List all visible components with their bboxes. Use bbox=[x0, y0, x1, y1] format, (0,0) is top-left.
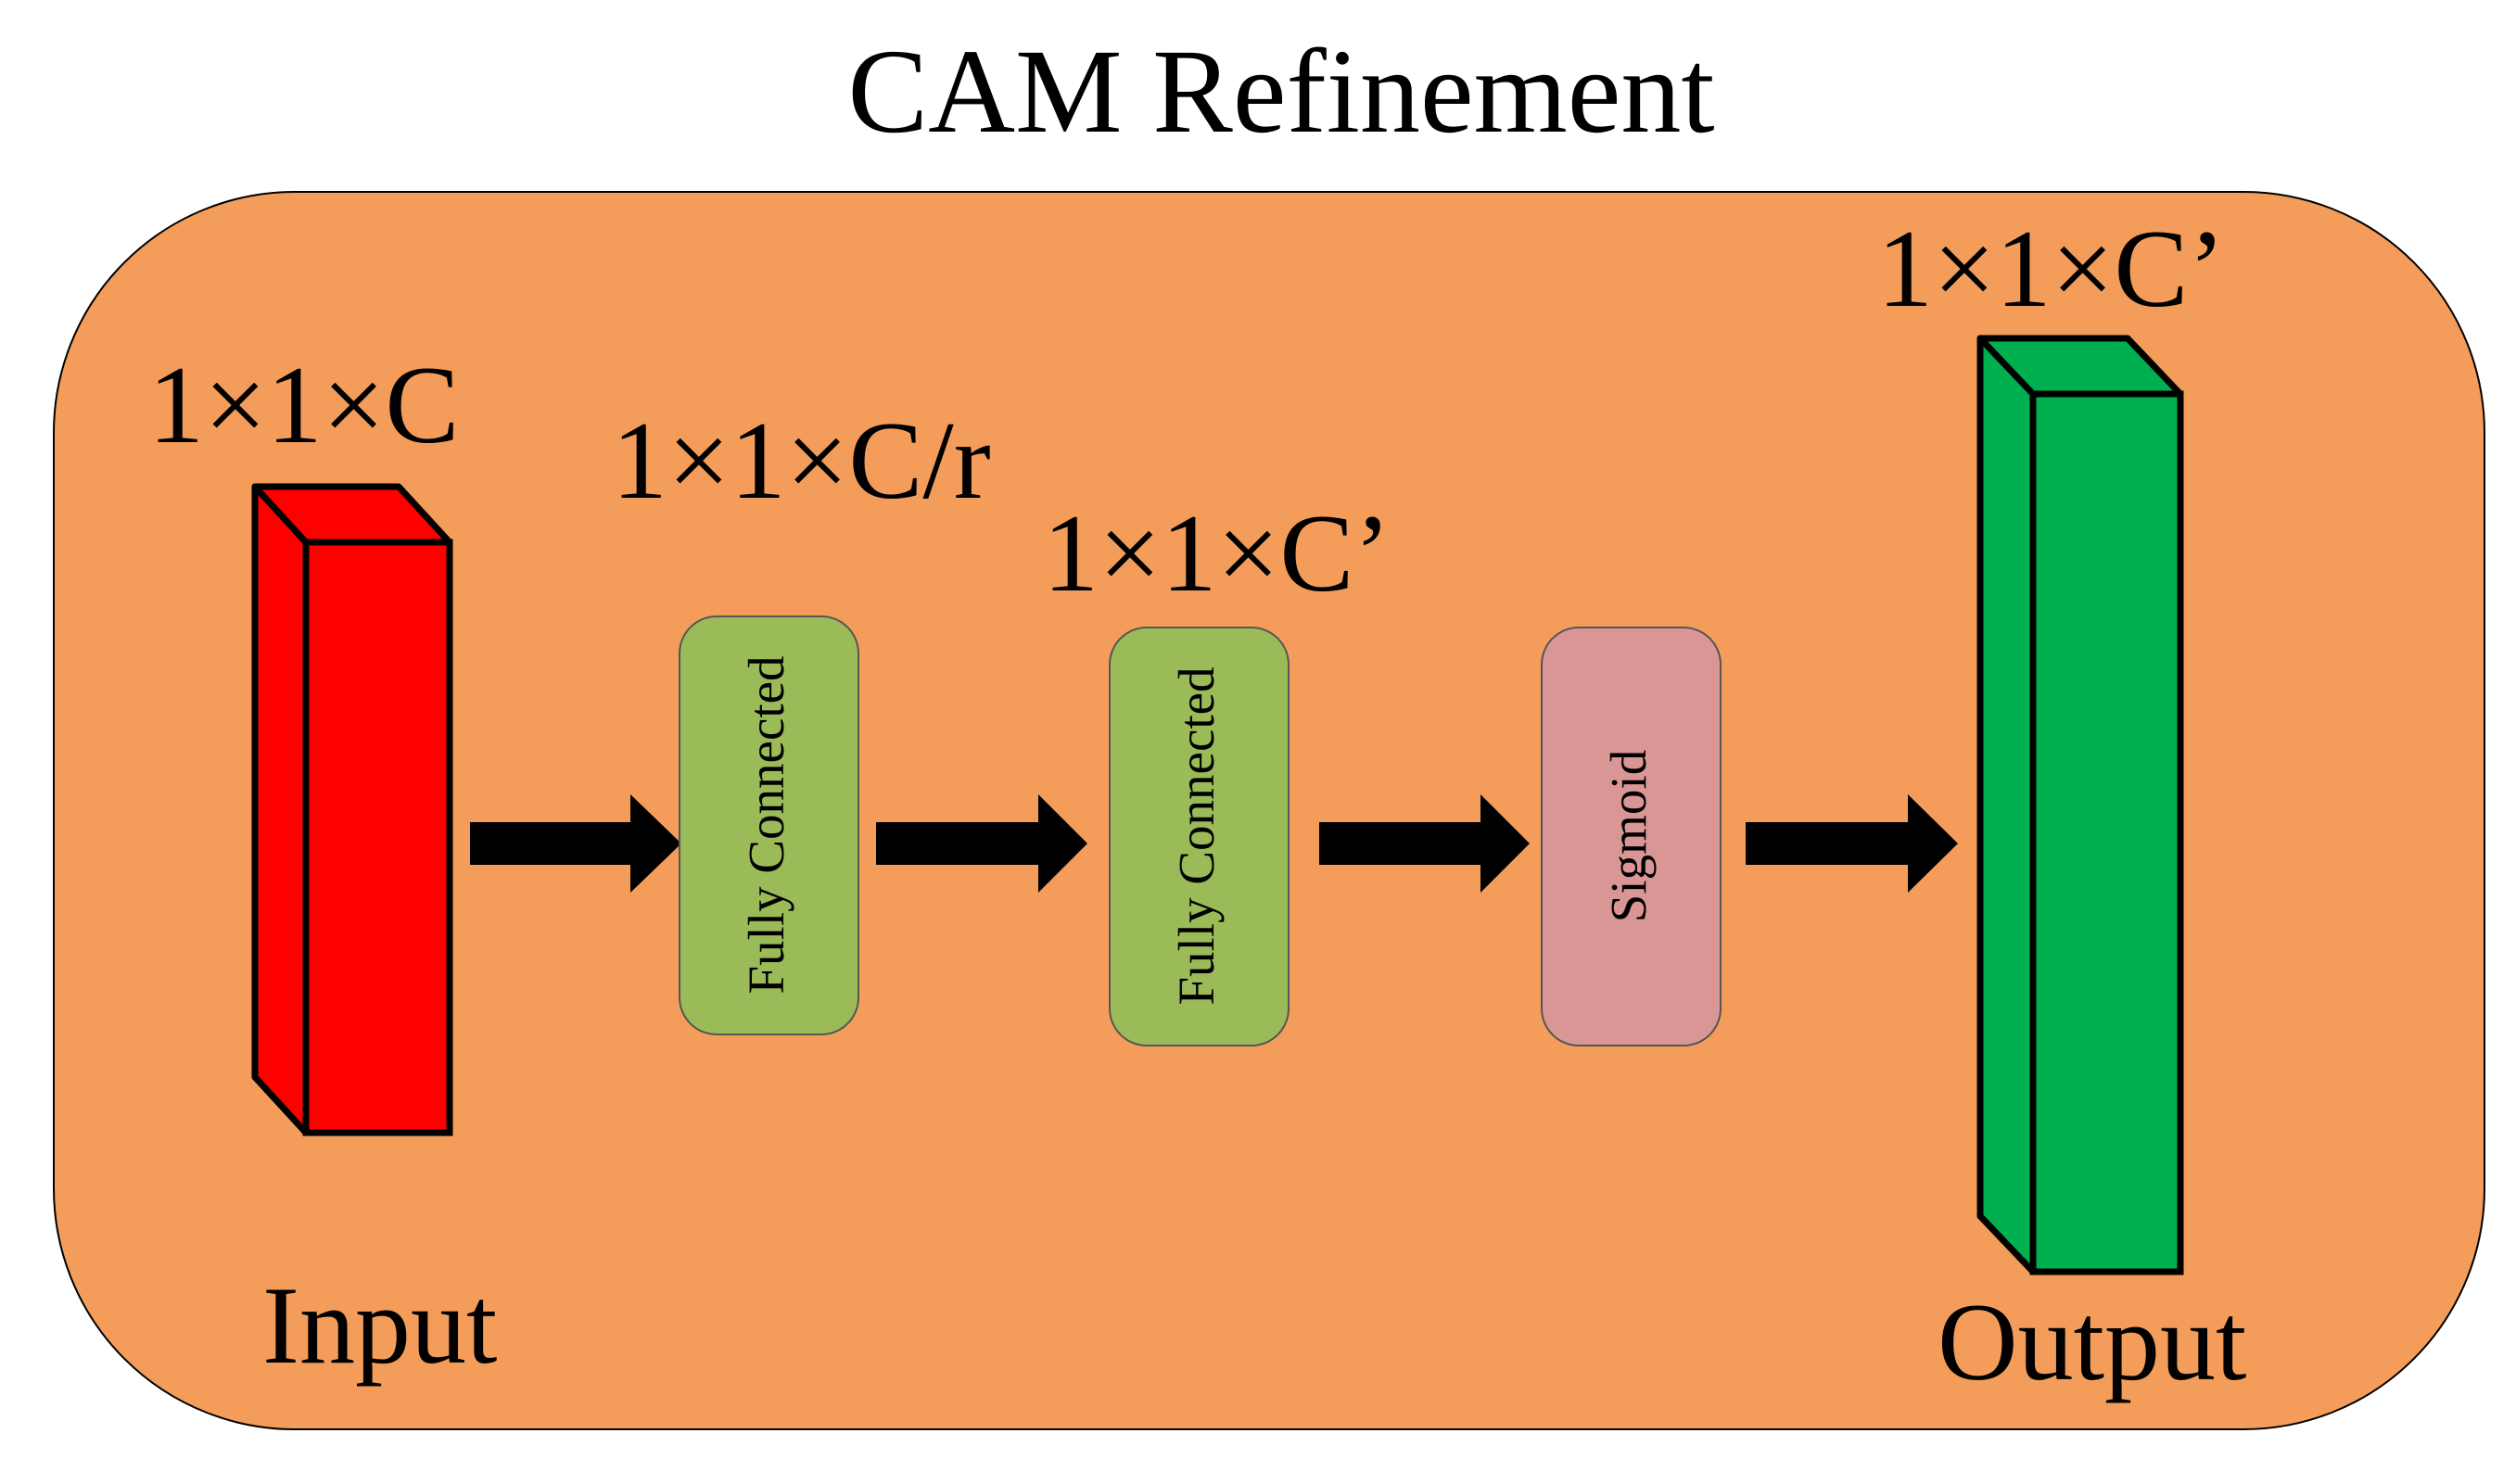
input-caption: Input bbox=[262, 1263, 497, 1387]
arrow-input-to-fc1 bbox=[470, 794, 681, 893]
fully-connected-label-1: Fully Connected bbox=[738, 655, 794, 994]
output-block-side bbox=[1976, 335, 2037, 1275]
output-caption: Output bbox=[1938, 1280, 2246, 1403]
input-block-front bbox=[302, 539, 453, 1136]
output-block-front bbox=[2029, 390, 2184, 1275]
fully-connected-box-2 bbox=[1109, 627, 1290, 1046]
input-block-side bbox=[251, 483, 310, 1136]
sigmoid-label: Sigmoid bbox=[1600, 750, 1657, 922]
arrow-fc1-to-fc2 bbox=[876, 794, 1087, 893]
fc1-dimension-label: 1×1×C/r bbox=[612, 399, 991, 522]
fully-connected-box-1 bbox=[679, 615, 859, 1035]
diagram-title: CAM Refinement bbox=[847, 25, 1714, 159]
fully-connected-label-2: Fully Connected bbox=[1168, 666, 1225, 1005]
output-block bbox=[1976, 335, 2184, 1275]
output-dimension-label: 1×1×C’ bbox=[1877, 207, 2225, 330]
sigmoid-box bbox=[1541, 627, 1722, 1046]
input-dimension-label: 1×1×C bbox=[148, 343, 459, 466]
arrow-sigmoid-to-output bbox=[1746, 794, 1958, 893]
arrow-fc2-to-sigmoid bbox=[1319, 794, 1530, 893]
fc2-dimension-label: 1×1×C’ bbox=[1043, 491, 1391, 615]
input-block bbox=[251, 483, 453, 1136]
